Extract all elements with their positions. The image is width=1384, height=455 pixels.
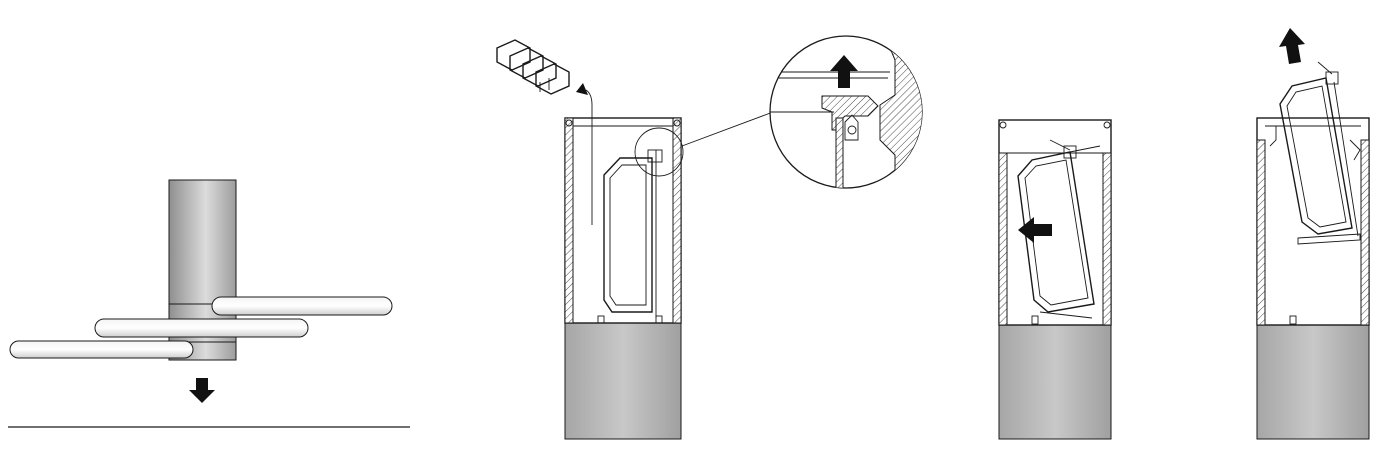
tray-bracket-lower bbox=[1039, 311, 1093, 319]
gear-tray-inner bbox=[609, 164, 647, 306]
connector-plug-icon bbox=[496, 39, 570, 95]
arrow-up-icon bbox=[1279, 28, 1305, 64]
arrow-up-icon bbox=[830, 55, 858, 88]
tube-top bbox=[211, 296, 393, 316]
gear-tray bbox=[603, 157, 653, 313]
gear-tray bbox=[1017, 151, 1095, 313]
terminal-block bbox=[647, 149, 663, 163]
housing-wall-right bbox=[1102, 152, 1112, 326]
gear-tray bbox=[1279, 77, 1353, 235]
tray-foot bbox=[597, 315, 605, 324]
clip-right bbox=[1349, 139, 1361, 161]
tray-foot bbox=[1031, 315, 1039, 325]
lamp-base bbox=[998, 324, 1112, 440]
housing-wall-left bbox=[998, 152, 1008, 326]
tube-bottom bbox=[9, 340, 194, 359]
tray-bracket-lower bbox=[1297, 233, 1361, 245]
detail-marker bbox=[634, 127, 684, 177]
housing-wall-right bbox=[1360, 139, 1370, 326]
detail-leader bbox=[681, 111, 774, 147]
lamp-base bbox=[564, 322, 682, 440]
housing-wall-right bbox=[672, 117, 682, 324]
wire-path bbox=[585, 89, 593, 225]
gear-tray-inner bbox=[1286, 85, 1347, 228]
lamp-housing bbox=[998, 119, 1112, 326]
terminal-block bbox=[1063, 145, 1077, 159]
wire bbox=[1049, 139, 1071, 151]
tray-foot bbox=[1289, 315, 1297, 325]
panel-remove-connector bbox=[496, 35, 923, 440]
housing-wall-left bbox=[1256, 139, 1266, 326]
housing-wall-left bbox=[564, 117, 574, 324]
arrow-left-icon bbox=[1018, 217, 1052, 243]
lamp-housing bbox=[564, 117, 682, 324]
panel-lift-gear-tray bbox=[1256, 28, 1370, 440]
arrow-down-icon bbox=[189, 378, 215, 403]
terminal-block bbox=[1325, 71, 1339, 85]
screw-left bbox=[999, 121, 1007, 129]
gear-tray-inner bbox=[1024, 159, 1089, 306]
tray-bracket bbox=[1069, 145, 1101, 153]
panel-tilt-gear-tray bbox=[998, 119, 1112, 440]
tube-middle bbox=[94, 318, 309, 338]
clip-left bbox=[1268, 125, 1277, 147]
detail-magnifier bbox=[769, 35, 923, 189]
wire bbox=[1317, 61, 1333, 75]
screw-right bbox=[673, 119, 681, 127]
tray-rail bbox=[1333, 81, 1359, 237]
lamp-base bbox=[1256, 324, 1370, 440]
panel-pole-and-tubes bbox=[8, 179, 410, 428]
arrow-up-small-icon bbox=[576, 83, 588, 95]
tray-foot-right bbox=[655, 315, 663, 324]
screw-right bbox=[1103, 121, 1111, 129]
screw-left bbox=[565, 119, 573, 127]
